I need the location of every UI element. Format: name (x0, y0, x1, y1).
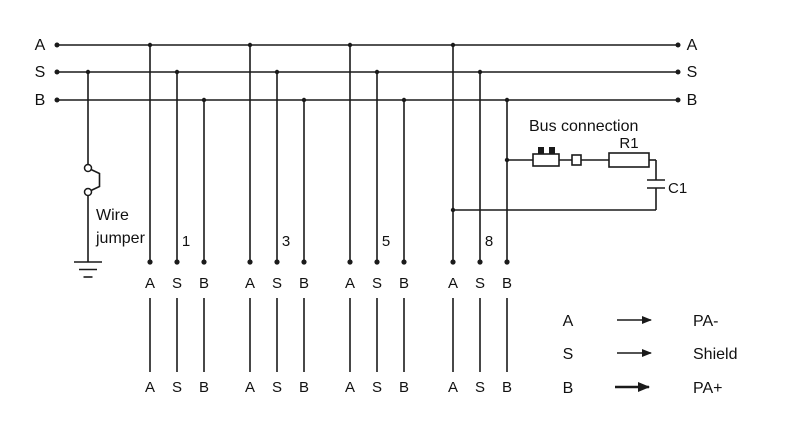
connector-contact (571, 154, 582, 166)
terminal-dot (374, 259, 380, 265)
bus-endpoint-dot (675, 42, 681, 48)
channel-group-3: 3 A A S S B B (245, 42, 309, 396)
terminal-label-bottom: A (448, 379, 458, 396)
capacitor-c1 (647, 179, 665, 189)
terminal-label-bottom: S (372, 379, 382, 396)
wire-jumper-label-line2: jumper (95, 230, 146, 247)
terminal-column-s: S S (372, 69, 382, 396)
terminal-label-top: S (172, 275, 182, 292)
terminal-label-top: B (502, 275, 512, 292)
terminal-label-top: A (245, 275, 255, 292)
terminal-label-top: B (299, 275, 309, 292)
terminal-label-top: A (448, 275, 458, 292)
terminal-column-a: A A (448, 42, 458, 396)
terminal-dot (477, 259, 483, 265)
wire-jumper-label-line1: Wire (96, 207, 129, 224)
legend-signal: B (563, 380, 574, 397)
terminal-dot (504, 259, 510, 265)
channel-number: 1 (182, 233, 190, 250)
legend-signal: S (563, 346, 574, 363)
bus-label-a-left: A (35, 37, 46, 54)
channel-group-8: 8 A A S S B B (448, 42, 512, 396)
bus-termination: Bus connection R1 C1 (450, 118, 687, 213)
terminal-label-top: B (199, 275, 209, 292)
terminal-label-bottom: A (345, 379, 355, 396)
channel-number: 8 (485, 233, 493, 250)
terminal-column-a: A A (245, 42, 255, 396)
terminal-column-s: S S (172, 69, 182, 396)
bus-label-b-left: B (35, 92, 46, 109)
wire-jumper: Wire jumper (74, 69, 146, 278)
legend: A PA- S Shield B PA+ (563, 313, 738, 397)
terminal-label-bottom: A (145, 379, 155, 396)
bus-label-a-right: A (687, 37, 698, 54)
jumper-terminal-top (83, 163, 93, 173)
capacitor-label: C1 (668, 180, 687, 197)
connector-pin (538, 147, 544, 154)
terminal-dot (247, 259, 253, 265)
terminal-label-top: S (475, 275, 485, 292)
junction-dot (450, 207, 456, 213)
terminal-label-bottom: B (199, 379, 209, 396)
bus-connector-symbol (532, 147, 582, 167)
legend-meaning: Shield (693, 346, 737, 363)
terminal-column-s: S S (272, 69, 282, 396)
ground-symbol (74, 261, 102, 278)
terminal-column-s: S S (475, 69, 485, 396)
bus-line-s: S S (35, 64, 698, 81)
bus-endpoint-dot (675, 69, 681, 75)
terminal-label-bottom: S (475, 379, 485, 396)
channel-number: 5 (382, 233, 390, 250)
bus-line-b: B B (35, 92, 698, 109)
terminal-column-a: A A (145, 42, 155, 396)
legend-meaning: PA- (693, 313, 718, 330)
bus-label-s-right: S (687, 64, 698, 81)
connector-body (532, 153, 560, 167)
terminal-dot (201, 259, 207, 265)
bus-label-s-left: S (35, 64, 46, 81)
resistor-r1 (608, 152, 650, 168)
resistor-label: R1 (619, 135, 638, 152)
terminal-label-bottom: B (399, 379, 409, 396)
bus-connection-label: Bus connection (529, 118, 638, 135)
terminal-column-b: B B (502, 97, 512, 396)
legend-meaning: PA+ (693, 380, 723, 397)
jumper-strap (90, 168, 101, 192)
channel-group-1: 1 A A S S B B (145, 42, 209, 396)
terminal-column-b: B B (199, 97, 209, 396)
connector-pin (549, 147, 555, 154)
channel-group-5: 5 A A S S B B (345, 42, 409, 396)
terminal-dot (401, 259, 407, 265)
bus-endpoint-dot (675, 97, 681, 103)
terminal-label-top: S (372, 275, 382, 292)
terminal-label-top: A (145, 275, 155, 292)
terminal-dot (147, 259, 153, 265)
terminal-label-bottom: B (299, 379, 309, 396)
terminal-label-top: B (399, 275, 409, 292)
terminal-label-top: A (345, 275, 355, 292)
channel-number: 3 (282, 233, 290, 250)
terminal-label-bottom: S (272, 379, 282, 396)
terminal-label-top: S (272, 275, 282, 292)
legend-signal: A (563, 313, 574, 330)
terminal-dot (174, 259, 180, 265)
bus-label-b-right: B (687, 92, 698, 109)
terminal-column-b: B B (399, 97, 409, 396)
legend-row-s: S Shield (563, 346, 738, 363)
terminal-column-b: B B (299, 97, 309, 396)
terminal-label-bottom: A (245, 379, 255, 396)
terminal-dot (301, 259, 307, 265)
terminal-label-bottom: S (172, 379, 182, 396)
terminal-dot (450, 259, 456, 265)
jumper-terminal-bottom (83, 187, 93, 197)
terminal-dot (347, 259, 353, 265)
terminal-label-bottom: B (502, 379, 512, 396)
legend-row-a: A PA- (563, 313, 719, 330)
legend-row-b: B PA+ (563, 380, 723, 397)
bus-line-a: A A (35, 37, 698, 54)
terminal-dot (274, 259, 280, 265)
terminal-column-a: A A (345, 42, 355, 396)
